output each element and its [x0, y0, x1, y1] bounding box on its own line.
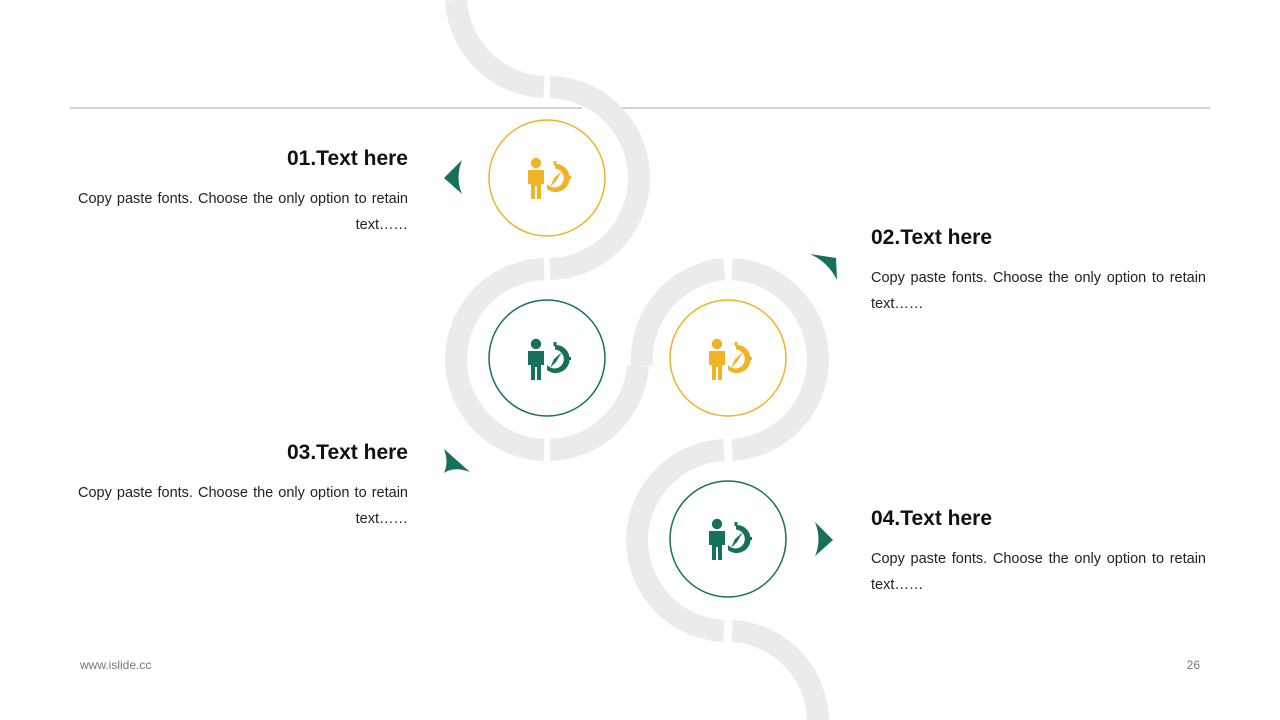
circle-03: [488, 299, 606, 417]
page-number: 26: [1186, 658, 1200, 672]
item-01: 01.Text here Copy paste fonts. Choose th…: [78, 146, 408, 238]
pointer-arrow-02: [810, 254, 837, 280]
item-03: 03.Text here Copy paste fonts. Choose th…: [78, 440, 408, 532]
pointer-arrow-04: [815, 522, 833, 556]
item-title: 01.Text here: [286, 147, 408, 170]
circle-01: [488, 119, 606, 237]
item-04: 04.Text here Copy paste fonts. Choose th…: [871, 506, 1206, 598]
item-body: Copy paste fonts. Choose the only option…: [871, 551, 1206, 593]
item-body: Copy paste fonts. Choose the only option…: [78, 485, 408, 527]
circle-02: [669, 299, 787, 417]
item-title: 02.Text here: [871, 226, 993, 249]
item-body: Copy paste fonts. Choose the only option…: [871, 270, 1206, 312]
item-02: 02.Text here Copy paste fonts. Choose th…: [871, 225, 1206, 317]
circle-04: [669, 480, 787, 598]
item-title: 04.Text here: [871, 507, 993, 530]
item-title: 03.Text here: [286, 441, 408, 464]
pointer-arrow-01: [444, 160, 462, 194]
footer-url: www.islide.cc: [80, 658, 152, 672]
pointer-arrow-03: [444, 449, 470, 473]
item-body: Copy paste fonts. Choose the only option…: [78, 191, 408, 233]
